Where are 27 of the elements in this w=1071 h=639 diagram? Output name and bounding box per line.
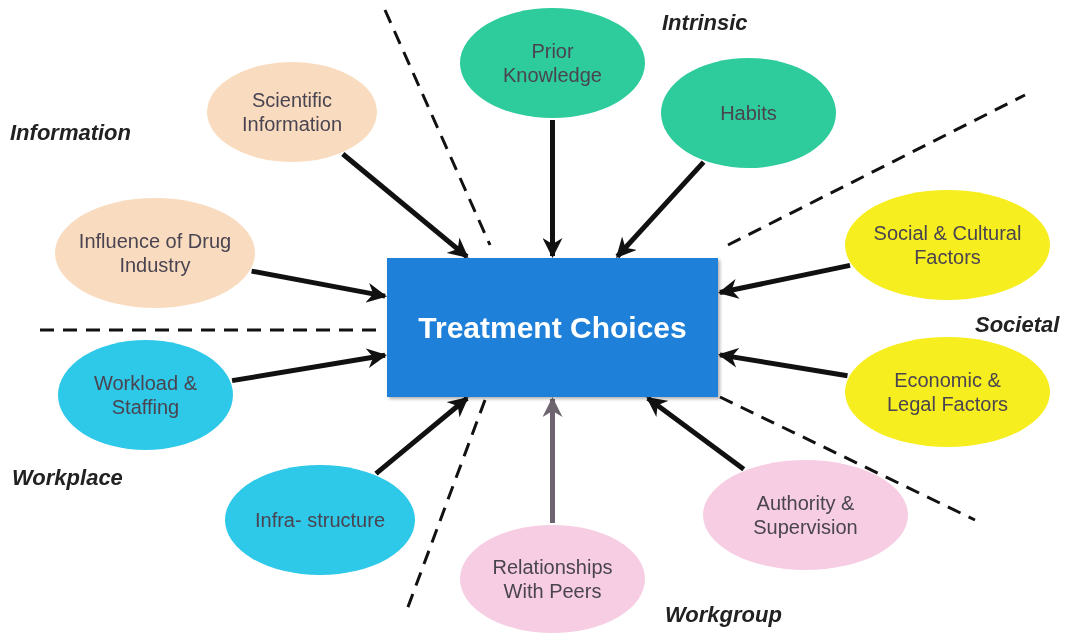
arrow [718, 347, 848, 379]
factor-label: Habits [720, 101, 777, 125]
factor-label: Scientific Information [240, 88, 344, 136]
arrow [341, 152, 469, 259]
arrow [718, 262, 851, 299]
factor-label: Authority & Supervision [752, 491, 859, 539]
central-title: Treatment Choices [418, 309, 687, 346]
factor-label: Infra- structure [254, 508, 385, 532]
group-heading: Information [10, 120, 131, 146]
arrow [646, 396, 746, 472]
factor-label: Prior Knowledge [502, 39, 603, 87]
group-heading: Societal [975, 312, 1060, 338]
central-box [387, 258, 718, 397]
arrow [542, 397, 563, 523]
factor-label: Social & Cultural Factors [872, 221, 1023, 269]
factor-label: Influence of Drug Industry [77, 229, 233, 277]
group-heading: Workplace [12, 465, 123, 491]
arrow [374, 396, 469, 476]
factor-label: Economic & Legal Factors [885, 368, 1010, 416]
factor-label: Workload & Staffing [93, 371, 198, 419]
group-heading: Workgroup [665, 602, 782, 628]
factor-label: Relationships With Peers [491, 555, 614, 603]
arrow [251, 268, 387, 303]
arrow [542, 120, 563, 258]
arrow [231, 348, 387, 384]
arrow [615, 160, 706, 259]
group-heading: Intrinsic [662, 10, 748, 36]
